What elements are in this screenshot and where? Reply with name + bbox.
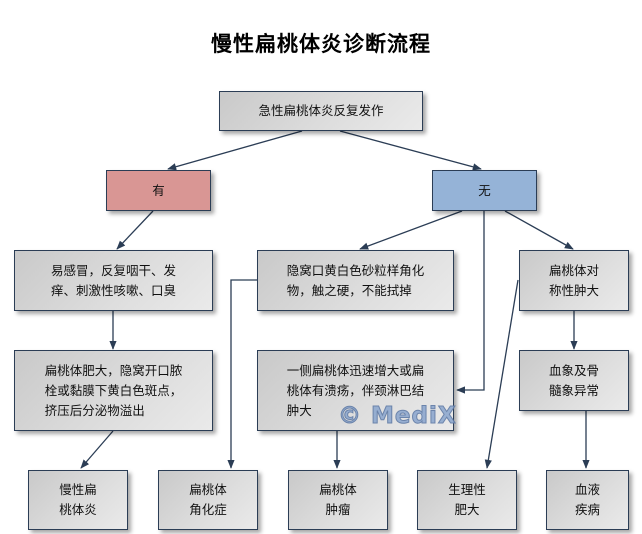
dx-tumor: 扁桃体 肿瘤 [288,470,388,530]
arrow-keratosis-sign-to-keratosis [227,279,258,469]
node-no-label: 无 [478,182,491,198]
node-root: 急性扁桃体炎反复发作 [219,91,423,131]
arrow-yes-to-symptoms [116,210,154,250]
arrow-no-to-tumor-sign [456,211,485,394]
dx-physiologic-hypertrophy-label: 生理性 肥大 [448,482,486,517]
node-blood-abnormal-label: 血象及骨 髓象异常 [548,362,599,398]
node-yes-label: 有 [152,182,165,198]
diagram-title: 慢性扁桃体炎诊断流程 [211,32,431,56]
node-symmetric-enlargement-label: 扁桃体对 称性肿大 [548,262,599,298]
node-yes-signs-label: 扁桃体肥大，隐窝开口脓 栓或黏膜下黄白色斑点， 挤压后分泌物溢出 [44,362,183,418]
node-tumor-sign-label: 一侧扁桃体迅速增大或扁 桃体有溃疡，伴颈淋巴结 肿大 [286,362,425,418]
dx-keratosis-label: 扁桃体 角化症 [189,482,227,517]
node-keratosis-sign: 隐窝口黄白色砂粒样角化 物，触之硬，不能拭掉 [257,250,454,311]
node-blood-abnormal: 血象及骨 髓象异常 [519,350,629,411]
dx-physiologic-hypertrophy: 生理性 肥大 [417,470,517,530]
dx-keratosis: 扁桃体 角化症 [158,470,258,530]
arrow-signs-to-chronic [80,430,114,469]
watermark: © MediX [338,403,457,430]
node-tumor-sign: 一侧扁桃体迅速增大或扁 桃体有溃疡，伴颈淋巴结 肿大 [257,350,454,431]
dx-blood-disease: 血液 疾病 [546,470,629,530]
node-symmetric-enlargement: 扁桃体对 称性肿大 [519,250,629,311]
arrow-no-to-keratosis-sign [359,210,463,250]
node-no: 无 [432,170,537,211]
node-root-label: 急性扁桃体炎反复发作 [258,103,384,118]
arrow-symmetric-to-physiologic [484,279,519,469]
dx-chronic-tonsillitis: 慢性扁 桃体炎 [28,470,128,530]
dx-tumor-label: 扁桃体 肿瘤 [319,482,357,517]
node-yes-symptoms-label: 易感冒，反复咽干、发 痒、刺激性咳嗽、口臭 [50,262,176,298]
dx-blood-disease-label: 血液 疾病 [574,482,600,517]
arrow-root-to-yes [167,130,303,171]
dx-chronic-tonsillitis-label: 慢性扁 桃体炎 [59,482,97,517]
node-keratosis-sign-label: 隐窝口黄白色砂粒样角化 物，触之硬，不能拭掉 [286,262,425,298]
arrow-root-to-no [339,130,482,171]
node-yes-signs: 扁桃体肥大，隐窝开口脓 栓或黏膜下黄白色斑点， 挤压后分泌物溢出 [14,350,213,431]
arrow-no-to-symmetric [504,210,574,250]
node-yes: 有 [106,170,211,211]
node-yes-symptoms: 易感冒，反复咽干、发 痒、刺激性咳嗽、口臭 [14,250,213,311]
